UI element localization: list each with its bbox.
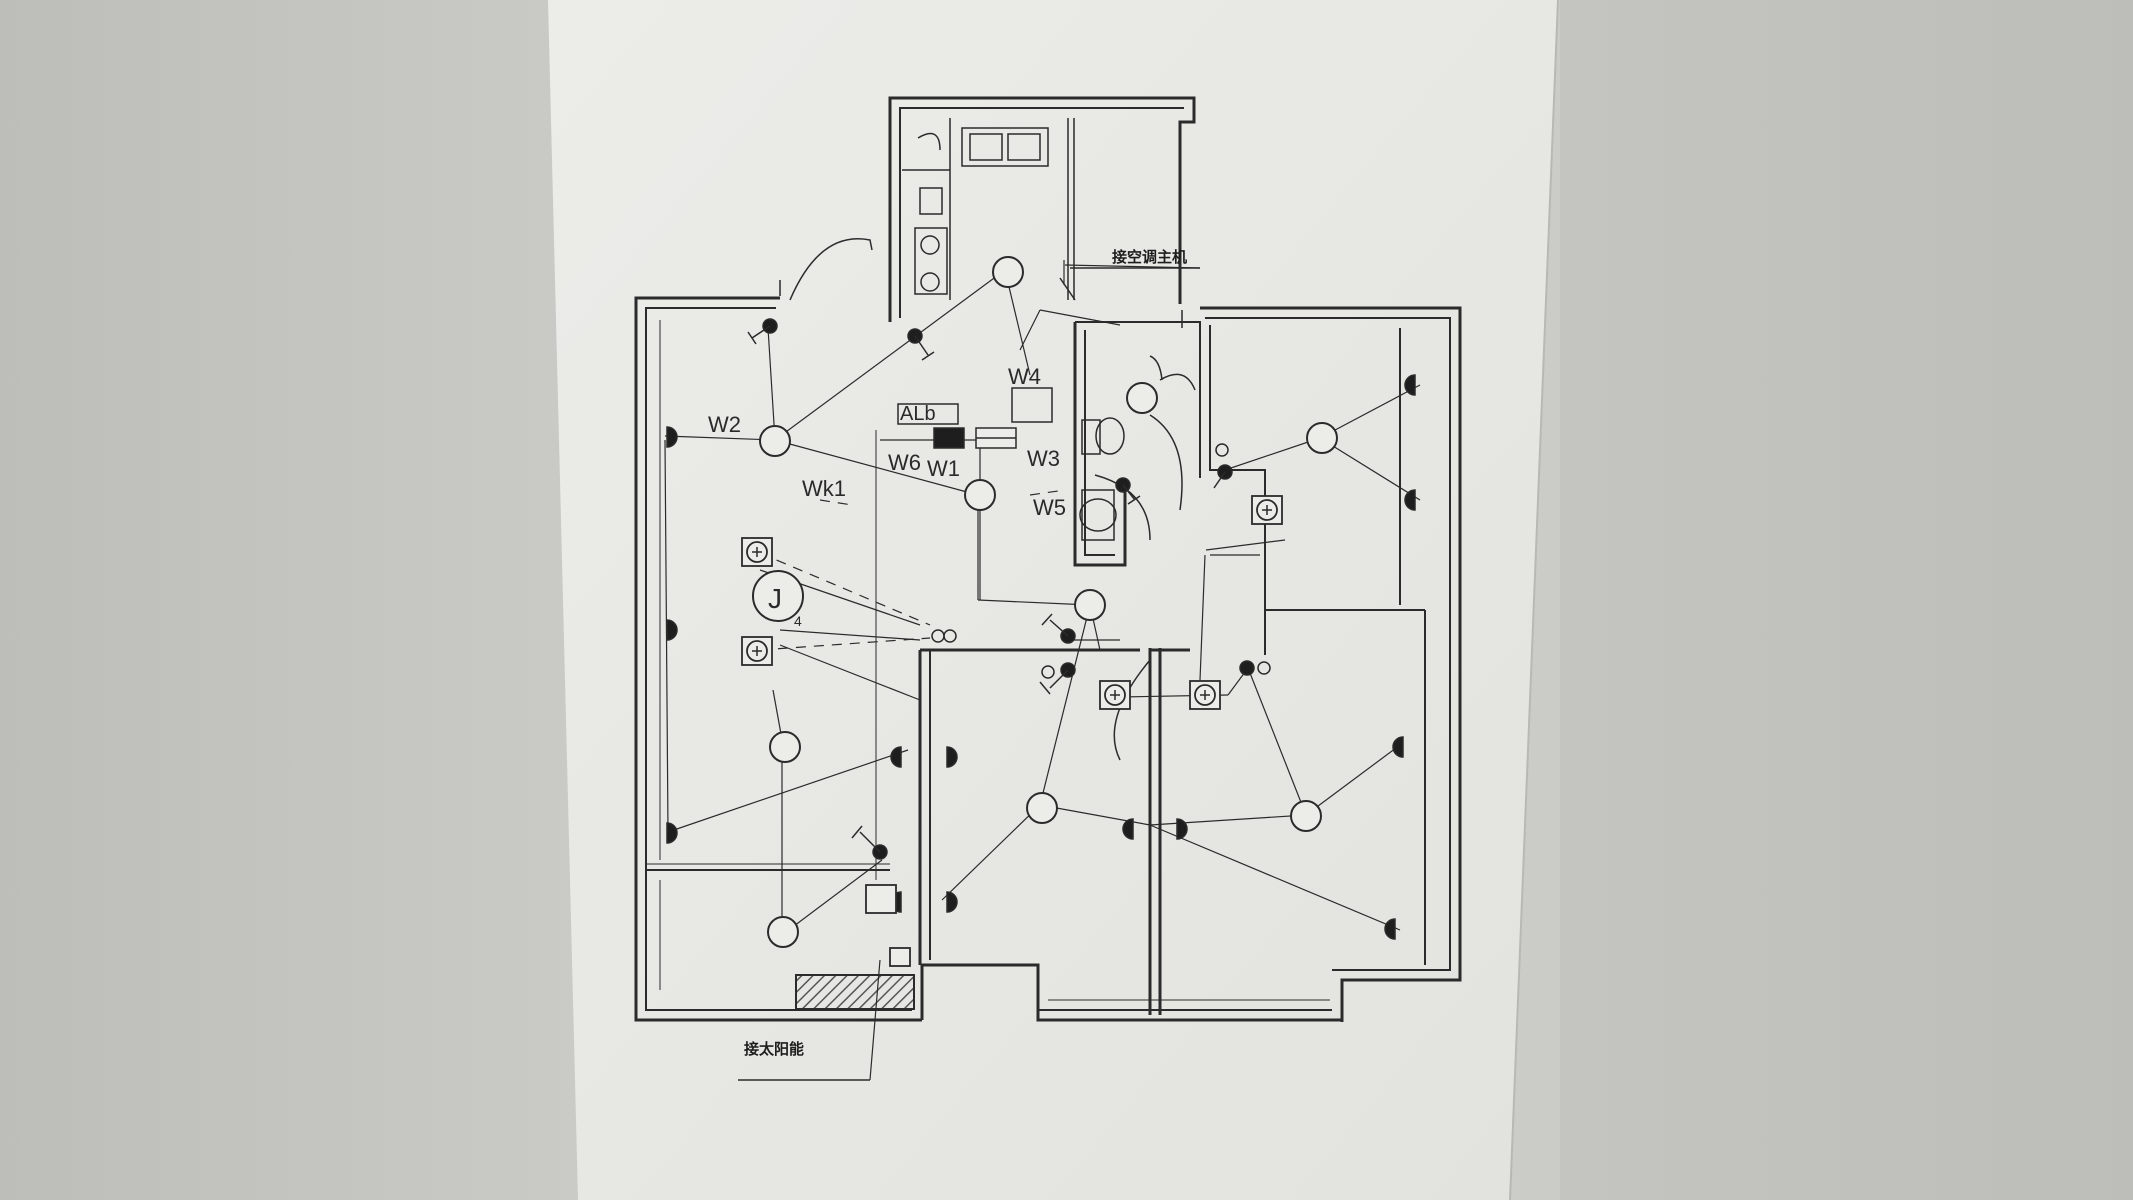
dashed-wiring [759,489,1066,651]
ceiling-light-icon [1306,422,1338,454]
junction-box-icon [752,570,804,622]
socket-plus-marks [752,505,1272,700]
sockets [741,495,1283,967]
label-w6: W6 [888,450,921,475]
wall-lamp-icon [946,891,958,913]
label-w3: W3 [1027,446,1060,471]
switch-icon [1239,660,1255,676]
kitchen-fixtures [902,118,1075,300]
wall-lamp-icon [666,426,678,448]
ac-connection [1059,267,1200,328]
ceiling-light-icon [1290,800,1322,832]
ceiling-lights [759,256,1338,948]
label-w2: W2 [708,412,741,437]
wall-lamp-icon [1176,818,1188,840]
ceiling-light-icon [1126,382,1158,414]
socket-icon [1251,495,1283,525]
wall-lamp-icon [1392,736,1404,758]
label-w5: W5 [1033,495,1066,520]
wall-lamp-icon [1404,374,1416,396]
wall-lamp-icon [1384,918,1396,940]
floor-plan [634,96,1462,1081]
wall-lamps [666,374,1416,940]
label-w4: W4 [1008,364,1041,389]
paper-sheet [548,0,1558,1200]
note-ac-host: 接空调主机 [1112,248,1187,266]
label-w1: W1 [927,456,960,481]
label-junction-sub: 4 [794,613,802,629]
note-solar: 接太阳能 [744,1040,804,1058]
switch-levers [747,325,1271,853]
wall-lamp-icon [1122,818,1134,840]
wall-lamp-icon [1404,489,1416,511]
wall-lamp-icon [946,746,958,768]
ceiling-light-icon [992,256,1024,288]
wall-lamp-icon [666,822,678,844]
bathroom-fixtures [1079,355,1163,541]
wall-lamp-icon [890,746,902,768]
ceiling-light-icon [769,731,801,763]
label-wk1: Wk1 [802,476,846,501]
paper-edge [1509,0,1559,1200]
wall-lamp-icon [666,619,678,641]
labels: W2 Wk1 W6 W1 ALb W4 W3 W5 J 4 接空调主机 接太阳能 [708,248,1187,1058]
label-alb: ALb [900,403,936,425]
ceiling-light-icon [767,916,799,948]
label-junction: J [768,583,782,614]
doors [779,238,1196,761]
hatched-block [795,974,915,1010]
distribution-boxes [897,387,1053,449]
ceiling-light-icon [1026,792,1058,824]
walls [634,96,1462,1022]
photo-shadow [1560,0,2133,1200]
socket-icon [1099,680,1131,710]
ceiling-light-icon [964,479,996,511]
ceiling-light-icon [1074,589,1106,621]
distribution-box-icon [933,427,965,449]
socket-icon [865,884,897,914]
ceiling-light-icon [759,425,791,457]
socket-icon [889,947,911,967]
